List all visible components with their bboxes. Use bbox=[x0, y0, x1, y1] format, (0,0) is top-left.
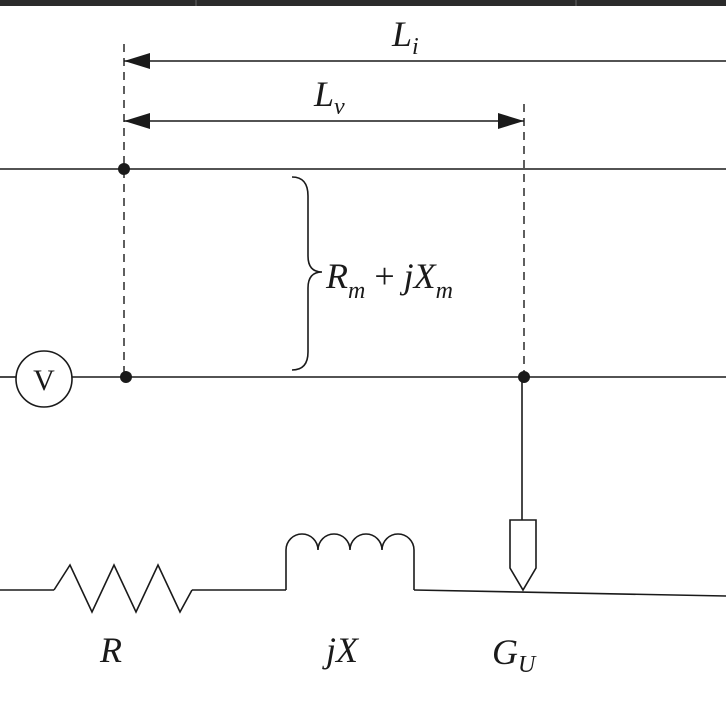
inductor-icon bbox=[285, 533, 415, 590]
mutual-impedance-brace bbox=[291, 176, 323, 371]
top-border bbox=[0, 0, 726, 6]
ground-conductance-label: GU bbox=[492, 632, 537, 678]
lv-label: Lv bbox=[313, 74, 345, 120]
bottom-conductor-right bbox=[413, 589, 726, 597]
lv-arrowhead-left bbox=[124, 113, 150, 129]
ground-electrode-icon bbox=[509, 519, 537, 592]
li-arrowhead-left bbox=[124, 53, 150, 69]
reactance-label: jX bbox=[322, 630, 360, 670]
voltmeter-label: V bbox=[33, 364, 55, 397]
resistance-label: R bbox=[99, 630, 122, 670]
lv-arrowhead-right bbox=[498, 113, 524, 129]
mutual-impedance-label: Rm + jXm bbox=[325, 256, 453, 304]
resistor-icon bbox=[53, 563, 193, 614]
junction-dot bbox=[118, 163, 130, 175]
junction-dot bbox=[518, 371, 530, 383]
junction-dot bbox=[120, 371, 132, 383]
voltmeter-circle bbox=[15, 350, 73, 408]
li-label: Li bbox=[391, 14, 419, 60]
